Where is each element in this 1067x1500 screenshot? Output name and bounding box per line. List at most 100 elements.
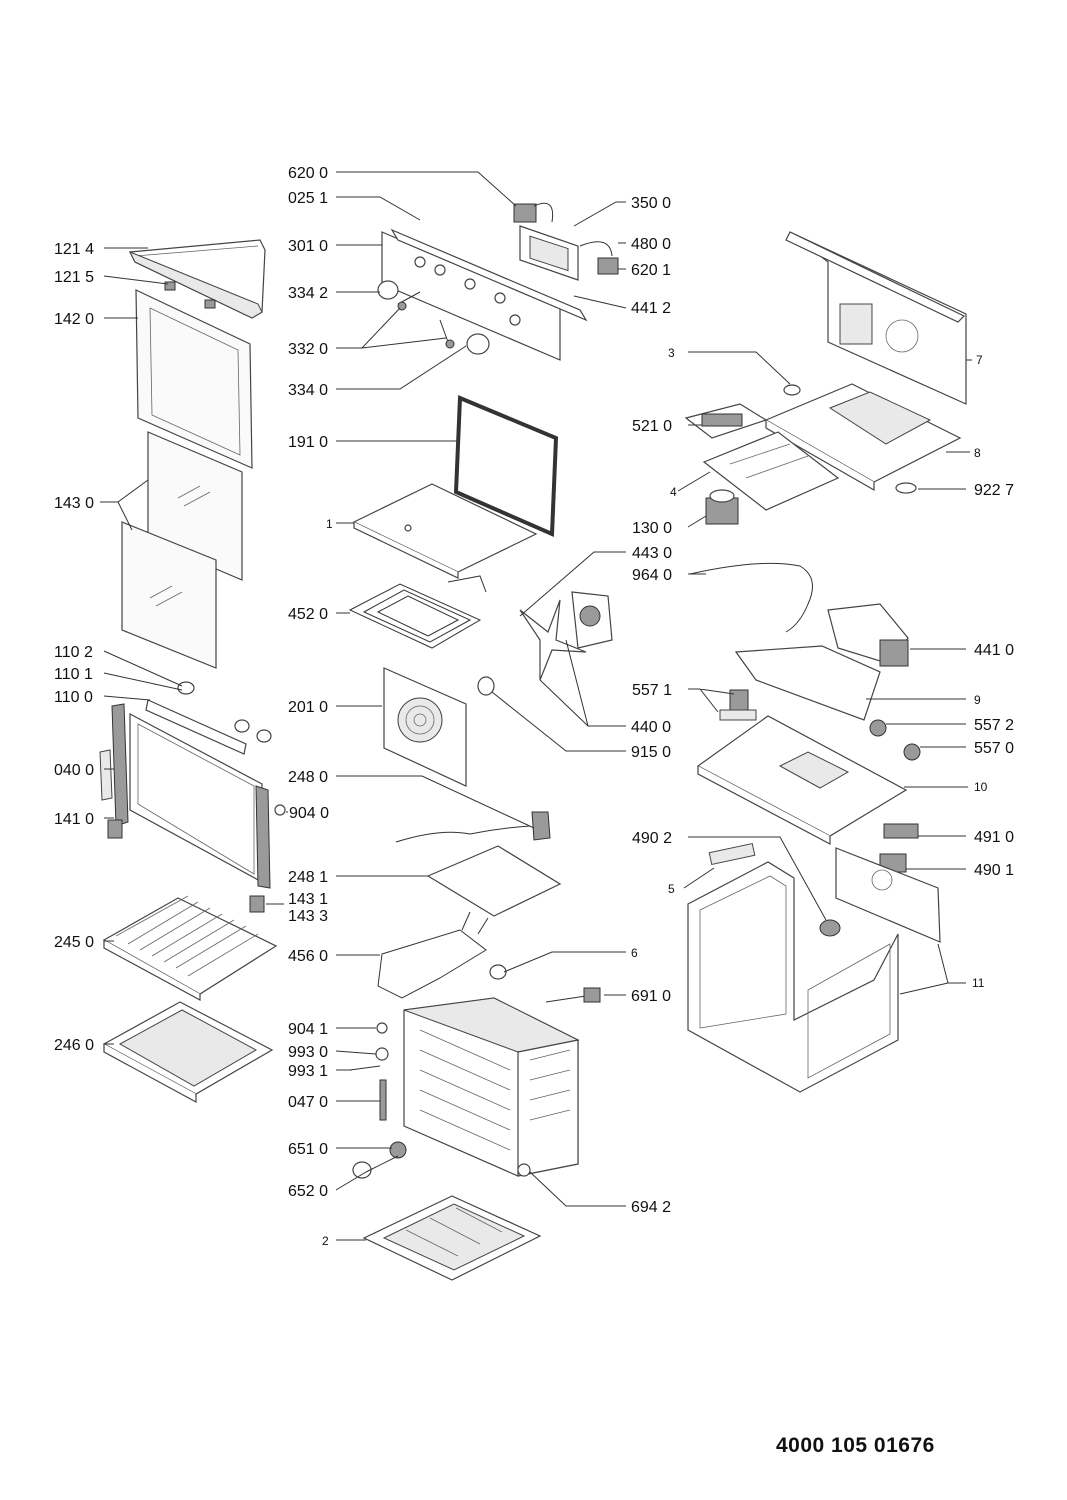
label-248-0: 248 0 [288, 769, 328, 786]
label-964-0: 964 0 [632, 567, 672, 584]
label-10: 10 [974, 780, 988, 794]
label-5: 5 [668, 882, 675, 896]
label-141-0: 141 0 [54, 811, 94, 828]
part-knobs [377, 280, 490, 355]
label-2: 2 [322, 1234, 329, 1248]
part-fan-motor [477, 591, 613, 696]
label-248-1: 248 1 [288, 869, 328, 886]
part-bottom-element [377, 911, 489, 999]
part-top-plate [352, 483, 538, 579]
label-110-1: 110 1 [54, 666, 93, 683]
part-top-housing-7 [785, 231, 967, 405]
label-441-0: 441 0 [974, 642, 1014, 659]
label-246-0: 246 0 [54, 1037, 94, 1054]
part-washer-922 [895, 482, 917, 494]
label-557-0: 557 0 [974, 740, 1014, 757]
label-694-2: 694 2 [631, 1199, 671, 1216]
label-456-0: 456 0 [288, 948, 328, 965]
part-oven-lamp [352, 1141, 407, 1179]
label-691-0: 691 0 [631, 988, 671, 1005]
label-040-0: 040 0 [54, 762, 94, 779]
label-025-1: 025 1 [288, 190, 328, 207]
label-651-0: 651 0 [288, 1141, 328, 1158]
part-bottom-tray [362, 1195, 542, 1281]
label-7: 7 [976, 353, 983, 367]
part-connectors [708, 842, 841, 937]
label-121-4: 121 4 [54, 241, 94, 258]
part-drawings [99, 202, 967, 1281]
part-wire-rack [102, 895, 278, 1002]
label-491-0: 491 0 [974, 829, 1014, 846]
part-outer-door-glass [135, 289, 253, 469]
label-3: 3 [668, 346, 675, 360]
label-443-0: 443 0 [632, 545, 672, 562]
label-620-0: 620 0 [288, 165, 328, 182]
part-oven-seal [453, 395, 559, 538]
part-fan-bracket-9 [734, 645, 881, 721]
part-thermostats [719, 689, 921, 761]
label-334-2: 334 2 [288, 285, 328, 302]
label-143-0: 143 0 [54, 495, 94, 512]
label-480-0: 480 0 [631, 236, 671, 253]
label-142-0: 142 0 [54, 311, 94, 328]
label-4: 4 [670, 485, 677, 499]
label-143-1: 143 1 [288, 891, 328, 908]
label-332-0: 332 0 [288, 341, 328, 358]
label-620-1: 620 1 [631, 262, 671, 279]
label-440-0: 440 0 [631, 719, 671, 736]
part-cable-964 [689, 562, 813, 633]
part-labels: 121 4 121 5 142 0 143 0 110 2 110 1 110 … [54, 165, 1014, 1248]
label-557-2: 557 2 [974, 717, 1014, 734]
part-oven-cavity [403, 997, 580, 1177]
label-191-0: 191 0 [288, 434, 328, 451]
label-993-0: 993 0 [288, 1044, 328, 1061]
part-door-top-trim [128, 239, 266, 319]
label-993-1: 993 1 [288, 1063, 328, 1080]
label-110-2: 110 2 [54, 644, 93, 661]
label-904-0: 904 0 [289, 805, 329, 822]
label-9: 9 [974, 693, 981, 707]
part-door-handle [145, 681, 272, 755]
part-duct-plate-8 [764, 383, 962, 492]
part-inner-door-frame [99, 703, 271, 889]
part-electronic-board [684, 403, 768, 439]
label-350-0: 350 0 [631, 195, 671, 212]
part-plate-4 [702, 431, 840, 511]
label-143-3: 143 3 [288, 908, 328, 925]
label-521-0: 521 0 [632, 418, 672, 435]
label-245-0: 245 0 [54, 934, 94, 951]
part-cooling-fan [827, 603, 909, 667]
label-1: 1 [326, 517, 333, 531]
part-thermostat-6 [489, 964, 507, 980]
label-915-0: 915 0 [631, 744, 671, 761]
part-control-electronics [513, 202, 619, 281]
part-drip-tray [102, 1001, 274, 1104]
part-base-plate-10 [696, 715, 908, 845]
label-8: 8 [974, 446, 981, 460]
part-inner-door-glass [121, 431, 243, 669]
part-outer-casing-11 [687, 847, 941, 1093]
label-047-0: 047 0 [288, 1094, 328, 1111]
part-grill-element [348, 575, 487, 649]
part-control-panel [381, 228, 588, 361]
label-490-1: 490 1 [974, 862, 1014, 879]
label-452-0: 452 0 [288, 606, 328, 623]
label-201-0: 201 0 [288, 699, 328, 716]
part-lamp-holder [545, 987, 601, 1003]
label-130-0: 130 0 [632, 520, 672, 537]
label-301-0: 301 0 [288, 238, 328, 255]
label-6: 6 [631, 946, 638, 960]
label-110-0: 110 0 [54, 689, 93, 706]
label-121-5: 121 5 [54, 269, 94, 286]
part-screw-904 [274, 804, 286, 816]
part-thermal-cable [395, 811, 551, 843]
part-fan-back-panel [383, 667, 467, 787]
part-trim-clips [164, 281, 216, 309]
label-490-2: 490 2 [632, 830, 672, 847]
label-11: 11 [972, 976, 985, 990]
document-number: 4000 105 01676 [776, 1434, 935, 1457]
label-652-0: 652 0 [288, 1183, 328, 1200]
label-922-7: 922 7 [974, 482, 1014, 499]
part-cavity-fittings [349, 1022, 389, 1121]
